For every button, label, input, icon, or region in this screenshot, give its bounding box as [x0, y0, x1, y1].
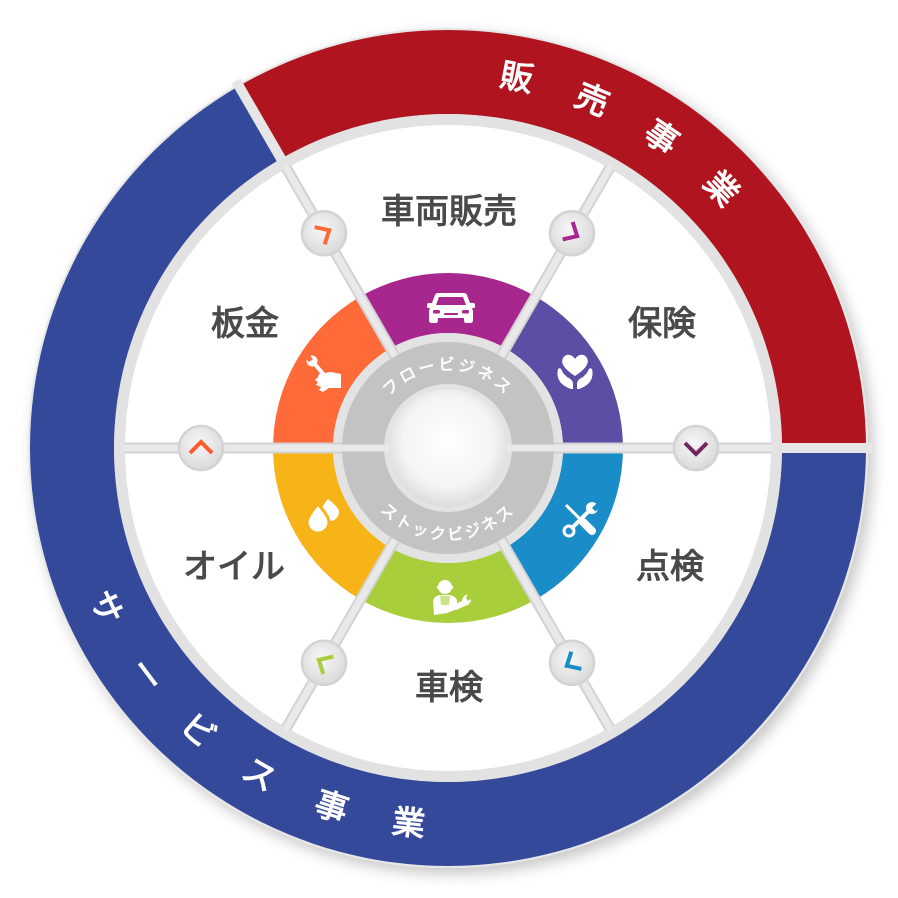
flow-node-right: [672, 424, 720, 472]
oil-drops-icon: [305, 499, 339, 535]
label-vehicle-inspection: 車検: [415, 668, 484, 708]
spokes: [122, 164, 774, 732]
flow-node-bottom-left: [300, 639, 348, 687]
label-insurance: 保険: [628, 304, 697, 344]
chevron-up-icon: [188, 439, 214, 455]
label-sheet-metal: 板金: [211, 304, 280, 344]
hand-wrench-icon: [303, 352, 341, 392]
chevron-down-right-icon: [562, 221, 580, 242]
segment-insurance: [505, 296, 623, 448]
band-divider-top-left: [231, 78, 292, 172]
label-vehicle-sales: 車両販売: [381, 192, 517, 232]
label-oil: オイル: [183, 547, 285, 587]
center-disc: [389, 389, 507, 507]
flow-node-bottom-right: [548, 639, 596, 687]
flow-node-left: [177, 424, 225, 472]
sales-band: [239, 29, 866, 449]
label-inspection: 点検: [636, 547, 705, 587]
chevron-down-icon: [683, 441, 709, 457]
mechanic-icon: [433, 580, 471, 615]
heart-hands-icon: [557, 354, 593, 389]
segment-oil: [273, 448, 391, 600]
service-band-char: 業: [390, 802, 427, 844]
sales-band-char: 販: [497, 55, 538, 100]
chevron-down-left-icon: [564, 651, 582, 671]
flow-node-top-right: [548, 209, 596, 257]
wrench-screwdriver-icon: [562, 501, 602, 538]
chevron-up-left-icon: [316, 654, 334, 675]
segment-inspection: [505, 448, 623, 600]
chevron-up-right-icon: [314, 225, 332, 245]
car-icon: [427, 293, 475, 323]
flow-node-top-left: [300, 209, 348, 257]
